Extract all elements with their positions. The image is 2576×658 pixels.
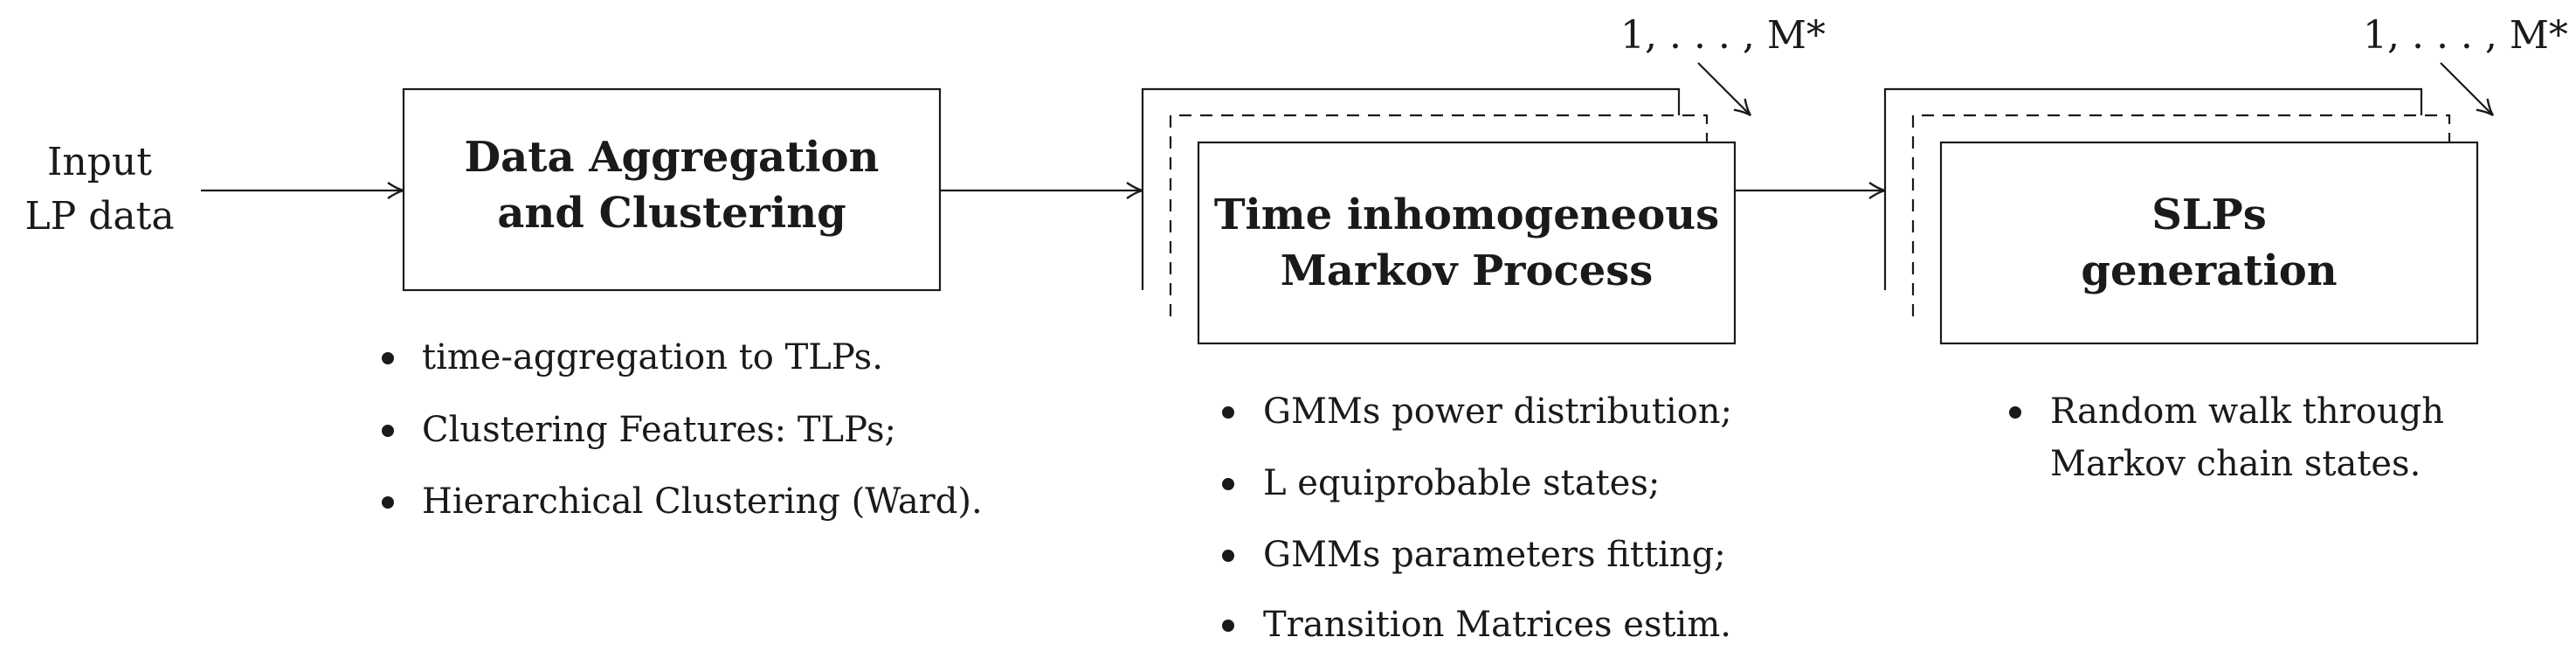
bullet-dot: [382, 425, 394, 437]
input-label-line1: Input: [47, 140, 152, 184]
markov-stack-back-frame: [1141, 87, 1681, 290]
aggregation-bullet-1: time-aggregation to TLPs.: [422, 337, 883, 377]
input-label-line2: LP data: [24, 194, 174, 239]
slps-stack-back-frame: [1883, 87, 2423, 290]
slps-bullet-1-line2: Markov chain states.: [2050, 444, 2421, 484]
markov-repeat-label: 1, . . . , M*: [1620, 13, 1826, 58]
slps-repeat-arrow: [2440, 62, 2495, 117]
markov-title-line2: Markov Process: [1281, 246, 1654, 295]
slps-bullet-list: Random walk through Markov chain states.: [2009, 391, 2444, 484]
markov-stack-middle-frame: [1169, 114, 1709, 316]
markov-bullet-2: L equiprobable states;: [1263, 463, 1660, 503]
bullet-dot: [1222, 478, 1234, 490]
bullet-dot: [1222, 406, 1234, 419]
slps-stack: SLPs generation: [1883, 87, 2479, 345]
slps-stack-middle-frame: [1911, 114, 2451, 316]
slps-repeat-label: 1, . . . , M*: [2363, 13, 2568, 58]
markov-process-box: [1197, 141, 1737, 345]
slps-title-line1: SLPs: [2151, 190, 2267, 239]
bullet-dot: [382, 352, 394, 364]
bullet-dot: [1222, 550, 1234, 562]
aggregation-bullet-2: Clustering Features: TLPs;: [422, 410, 896, 450]
slps-generation-box: [1939, 141, 2479, 345]
markov-bullet-1: GMMs power distribution;: [1263, 391, 1732, 432]
bullet-dot: [1222, 620, 1234, 632]
markov-stack: Time inhomogeneous Markov Process: [1141, 87, 1737, 345]
markov-bullet-3: GMMs parameters fitting;: [1263, 535, 1726, 575]
aggregation-title-line1: Data Aggregation: [465, 133, 880, 182]
markov-title-line1: Time inhomogeneous: [1214, 190, 1719, 239]
markov-bullet-list: GMMs power distribution; L equiprobable …: [1222, 391, 1732, 645]
bullet-dot: [2009, 406, 2021, 419]
slps-bullet-1-line1: Random walk through: [2050, 391, 2444, 432]
markov-bullet-4: Transition Matrices estim.: [1263, 605, 1731, 645]
aggregation-bullet-3: Hierarchical Clustering (Ward).: [422, 481, 983, 522]
slps-title-line2: generation: [2081, 246, 2337, 295]
aggregation-bullet-list: time-aggregation to TLPs. Clustering Fea…: [382, 337, 983, 522]
bullet-dot: [382, 496, 394, 509]
aggregation-title-line2: and Clustering: [497, 189, 846, 238]
aggregation-clustering-box: [402, 87, 942, 292]
markov-repeat-arrow: [1697, 62, 1752, 117]
